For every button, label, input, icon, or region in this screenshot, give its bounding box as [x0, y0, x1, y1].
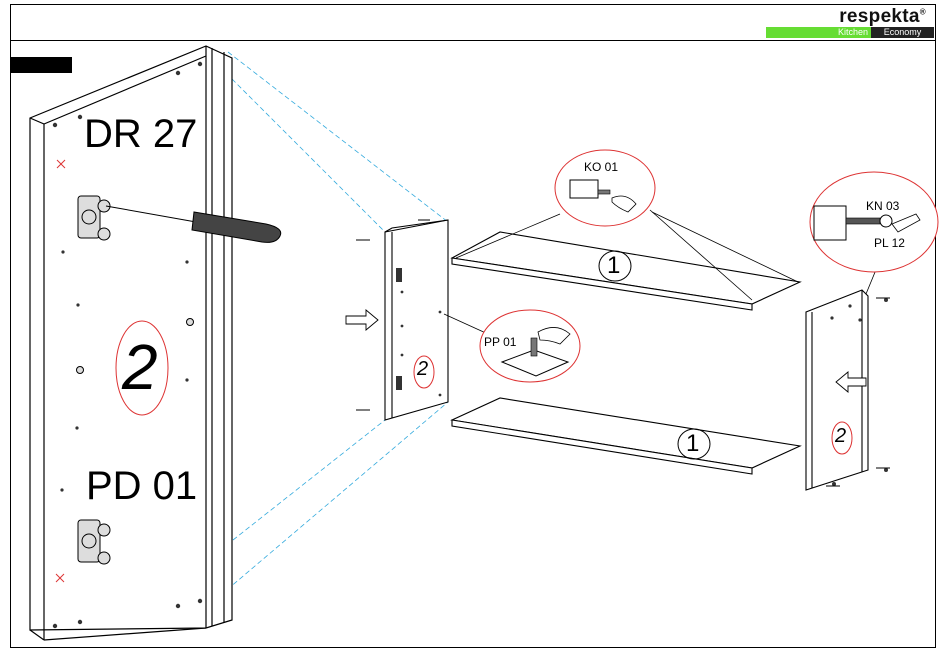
fitting-code-pp01: PP 01	[484, 335, 516, 349]
top-shelf	[452, 232, 800, 310]
fitting-code-pl12: PL 12	[874, 236, 905, 250]
hinge-code-pd01: PD 01	[86, 464, 197, 509]
door-part-number: 2	[122, 330, 158, 404]
kn03-callout	[810, 172, 938, 294]
right-side-part-number: 2	[835, 425, 846, 448]
top-shelf-part-number: 1	[607, 252, 620, 280]
hinge-code-dr27: DR 27	[84, 112, 197, 157]
left-side-panel	[385, 220, 448, 420]
bottom-shelf	[452, 398, 800, 474]
insert-arrow-right-icon	[346, 310, 378, 330]
fitting-code-ko01: KO 01	[584, 160, 618, 174]
fitting-code-kn03: KN 03	[866, 199, 899, 213]
bottom-shelf-part-number: 1	[686, 430, 699, 458]
left-side-part-number: 2	[417, 358, 428, 381]
